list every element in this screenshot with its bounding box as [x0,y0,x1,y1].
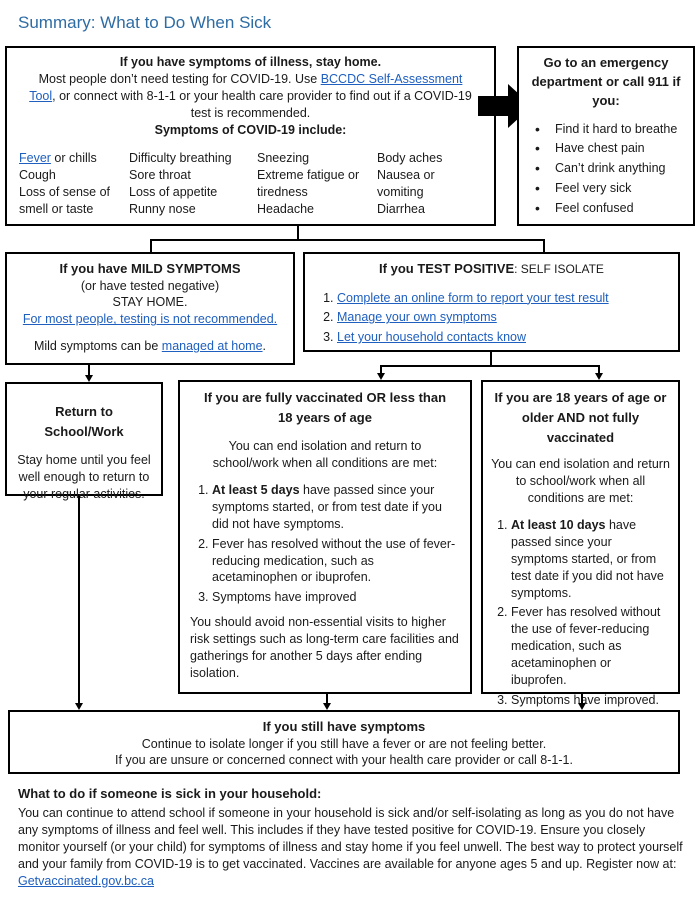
vaccinated-conditions: At least 5 days have passed since your s… [190,482,460,606]
vaccinated-heading: If you are fully vaccinated OR less than… [203,390,447,426]
emergency-heading: Go to an emergency department or call 91… [531,55,681,108]
positive-list: Complete an online form to report your t… [317,290,666,347]
arrow-down-icon [595,373,603,380]
vaccinated-box: If you are fully vaccinated OR less than… [178,380,472,694]
connector-line [490,352,492,366]
arrow-down-icon [377,373,385,380]
mild-managed: Mild symptoms can be managed at home. [33,339,267,354]
connector-line [88,365,90,377]
household-section: What to do if someone is sick in your ho… [18,785,688,890]
symptoms-col-3: Sneezing Extreme fatigue or tiredness He… [257,151,360,216]
self-assessment-link[interactable]: BCCDC Self-Assessment Tool [29,71,463,103]
still-symptoms-box: If you still have symptoms Continue to i… [8,710,680,774]
list-item: At least 10 days have passed since your … [511,517,670,601]
connector-line [326,694,328,704]
list-item: Find it hard to breathe [527,120,685,139]
arrow-down-icon [323,703,331,710]
household-body: You can continue to attend school if som… [18,805,683,871]
vaccinated-intro: You can end isolation and return to scho… [212,439,438,471]
list-item: Symptoms have improved. [511,692,670,709]
return-box: Return to School/Work Stay home until yo… [5,382,163,501]
list-item: Complete an online form to report your t… [337,290,666,307]
symptoms-box: If you have symptoms of illness, stay ho… [5,46,496,226]
connector-line [150,239,545,241]
unvaccinated-conditions: At least 10 days have passed since your … [491,517,670,709]
list-item: Feel confused [527,199,685,218]
still-line-1: Continue to isolate longer if you still … [141,736,547,751]
list-item: Have chest pain [527,139,685,158]
unvaccinated-heading: If you are 18 years of age or older AND … [494,390,667,446]
mild-symptoms-box: If you have MILD SYMPTOMS (or have teste… [5,252,295,365]
connector-line [297,226,299,240]
unvaccinated-box: If you are 18 years of age or older AND … [481,380,680,707]
symptoms-col-4: Body aches Nausea or vomiting Diarrhea [377,151,443,216]
connector-line [380,365,382,375]
still-line-2: If you are unsure or concerned connect w… [115,753,573,768]
connector-line [150,239,152,252]
list-item: Manage your own symptoms [337,309,666,326]
list-item: Let your household contacts know [337,329,666,346]
managed-at-home-link[interactable]: managed at home [161,339,263,354]
return-heading: Return to School/Work [44,404,124,440]
household-heading: What to do if someone is sick in your ho… [18,786,322,801]
testing-not-recommended-link[interactable]: For most people, testing is not recommen… [22,312,278,327]
report-test-result-link[interactable]: Complete an online form to report your t… [337,290,609,305]
mild-heading: If you have MILD SYMPTOMS [59,261,241,276]
list-item: Feel very sick [527,179,685,198]
connector-line [543,239,545,252]
mild-line-2: STAY HOME. [112,295,188,310]
positive-heading: If you TEST POSITIVE: SELF ISOLATE [379,261,604,276]
list-item: Symptoms have improved [212,589,460,606]
connector-line [598,365,600,375]
test-positive-box: If you TEST POSITIVE: SELF ISOLATE Compl… [303,252,680,352]
arrow-down-icon [85,375,93,382]
emergency-box: Go to an emergency department or call 91… [517,46,695,226]
household-contacts-link[interactable]: Let your household contacts know [337,330,527,345]
unvaccinated-intro: You can end isolation and return to scho… [491,457,670,506]
list-item: Fever has resolved without the use of fe… [511,604,670,688]
symptoms-heading: Symptoms of COVID-19 include: [154,122,347,137]
list-item: At least 5 days have passed since your s… [212,482,460,533]
connector-line [78,496,80,704]
manage-symptoms-link[interactable]: Manage your own symptoms [337,310,497,325]
arrow-down-icon [578,703,586,710]
list-item: Can’t drink anything [527,159,685,178]
page-title: Summary: What to Do When Sick [18,13,272,32]
fever-link[interactable]: Fever [19,151,51,166]
symptoms-col-2: Difficulty breathing Sore throat Loss of… [129,151,232,216]
symptoms-intro: Most people don’t need testing for COVID… [29,71,472,120]
still-heading: If you still have symptoms [262,719,426,734]
list-item: Fever has resolved without the use of fe… [212,536,460,587]
connector-line [581,694,583,704]
mild-line-1: (or have tested negative) [80,278,220,293]
connector-line [380,365,600,367]
return-body: Stay home until you feel well enough to … [17,453,151,502]
emergency-list: Find it hard to breathe Have chest pain … [527,120,685,218]
arrow-down-icon [75,703,83,710]
vaccinated-note: You should avoid non-essential visits to… [190,615,459,680]
symptoms-box-heading: If you have symptoms of illness, stay ho… [119,55,382,69]
getvaccinated-link[interactable]: Getvaccinated.gov.bc.ca [18,874,154,889]
